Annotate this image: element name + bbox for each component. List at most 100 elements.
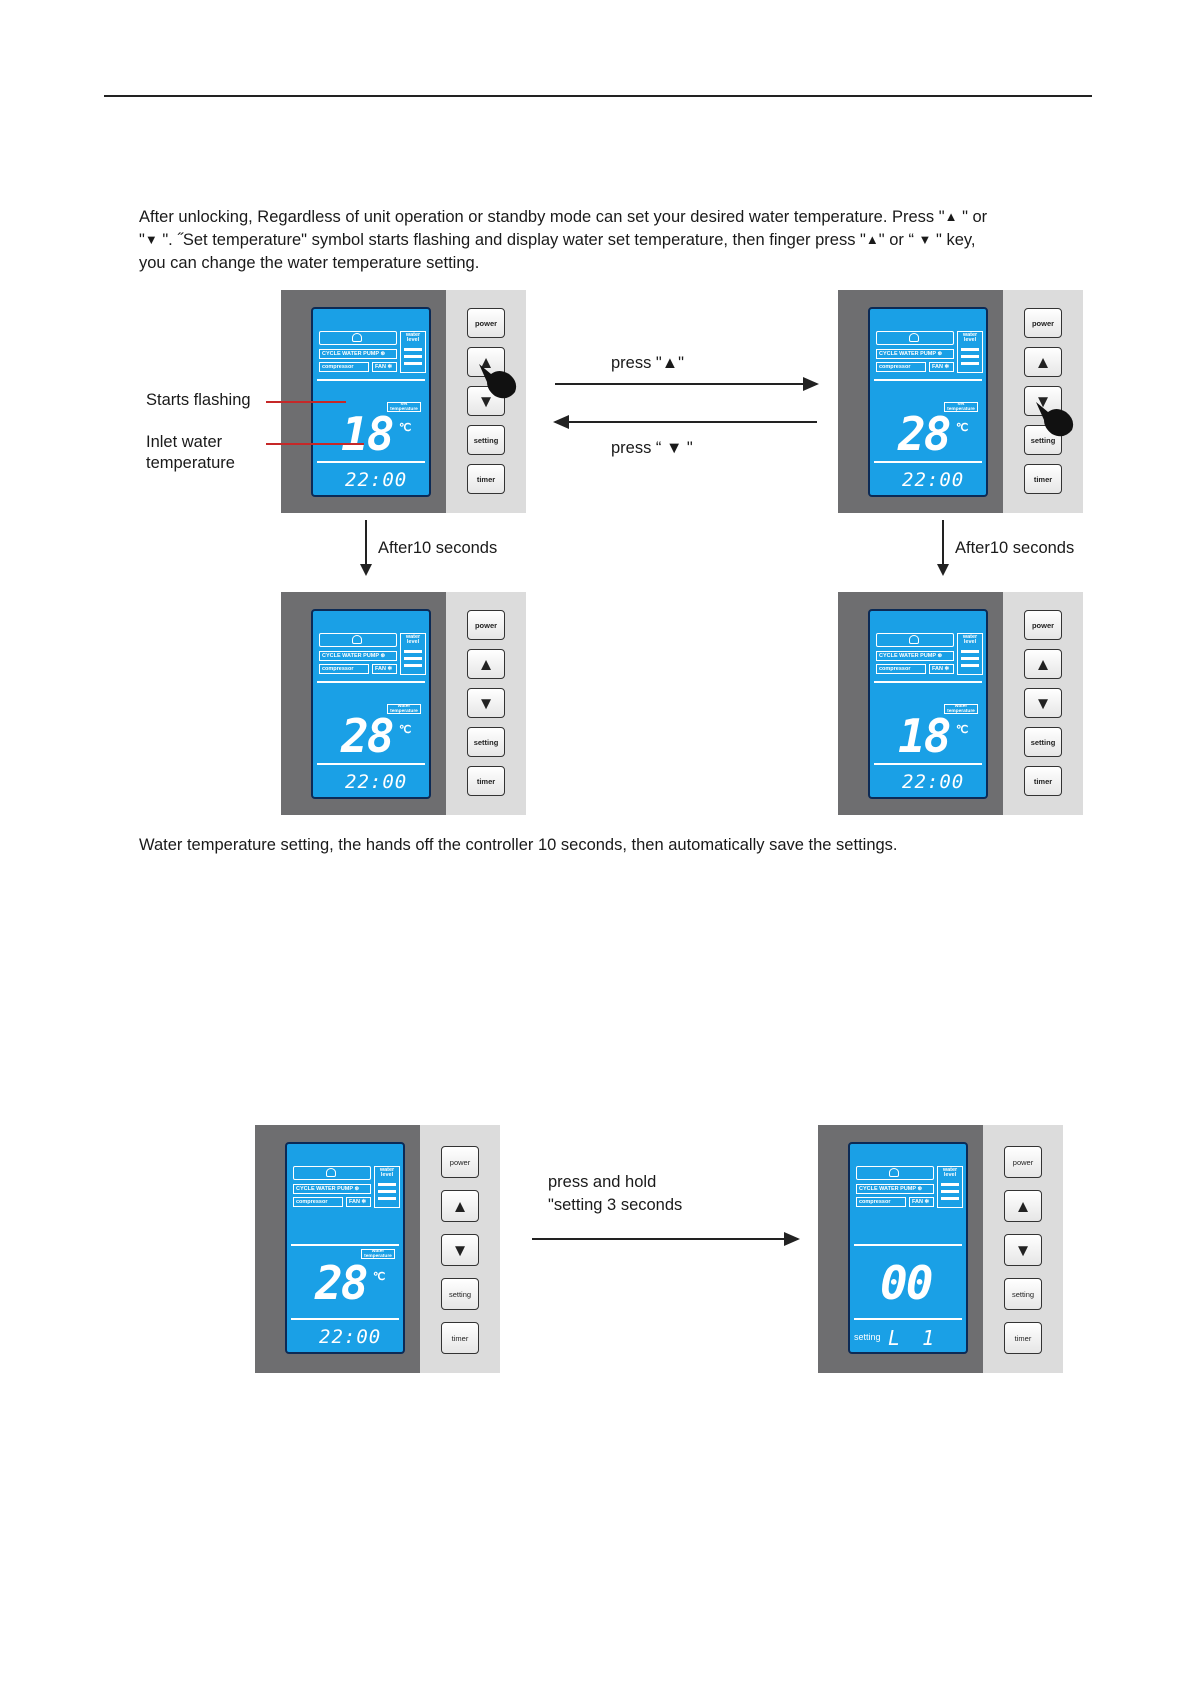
arrow-down-right xyxy=(938,520,948,576)
fan-indicator: FAN ✻ xyxy=(909,1197,934,1207)
power-button[interactable]: power xyxy=(467,610,505,640)
cycle-pump-indicator: CYCLE WATER PUMP ⊛ xyxy=(876,349,954,359)
controller-5: water level CYCLE WATER PUMP ⊛ compresso… xyxy=(255,1125,500,1373)
pressing-hand-icon xyxy=(479,364,517,399)
arrow-right-bottom xyxy=(532,1232,800,1246)
down-arrow-icon: ▼ xyxy=(477,693,495,713)
cycle-pump-indicator: CYCLE WATER PUMP ⊛ xyxy=(319,651,397,661)
setting-button[interactable]: setting xyxy=(441,1278,479,1310)
up-button[interactable]: ▲ xyxy=(467,649,505,679)
temperature-label: set temperature xyxy=(944,402,978,412)
compressor-indicator: compressor xyxy=(876,664,926,674)
down-button[interactable]: ▼ xyxy=(1024,688,1062,718)
cycle-pump-indicator: CYCLE WATER PUMP ⊛ xyxy=(319,349,397,359)
power-button[interactable]: power xyxy=(1004,1146,1042,1178)
clock-readout: 22:00 xyxy=(902,771,965,793)
timer-button[interactable]: timer xyxy=(1004,1322,1042,1354)
up-arrow-icon: ▲ xyxy=(477,654,495,674)
fan-indicator: FAN ✻ xyxy=(929,664,954,674)
header-rule xyxy=(104,95,1092,97)
lcd-screen: water level CYCLE WATER PUMP ⊛ compresso… xyxy=(285,1142,405,1354)
up-arrow-icon: ▲ xyxy=(1034,352,1052,372)
screen-divider xyxy=(317,681,425,683)
fan-indicator: FAN ✻ xyxy=(372,362,397,372)
power-button[interactable]: power xyxy=(1024,610,1062,640)
controller-4: water level CYCLE WATER PUMP ⊛ compresso… xyxy=(838,592,1083,815)
water-level-indicator: water level xyxy=(937,1166,963,1208)
inlet-water-pointer xyxy=(266,443,364,445)
compressor-indicator: compressor xyxy=(319,362,369,372)
power-button[interactable]: power xyxy=(1024,308,1062,338)
press-hold-label: press and hold xyxy=(548,1173,657,1191)
setting-button[interactable]: setting xyxy=(1024,727,1062,757)
after-seconds-left: After10 seconds xyxy=(378,539,498,557)
cycle-pump-indicator: CYCLE WATER PUMP ⊛ xyxy=(856,1184,934,1194)
heater-icon xyxy=(352,333,362,342)
timer-button[interactable]: timer xyxy=(1024,464,1062,494)
water-level-indicator: water level xyxy=(957,331,983,373)
compressor-indicator: compressor xyxy=(856,1197,906,1207)
screen-divider xyxy=(317,763,425,765)
timer-button[interactable]: timer xyxy=(441,1322,479,1354)
down-button[interactable]: ▼ xyxy=(1004,1234,1042,1266)
celsius-unit: ℃ xyxy=(956,724,969,736)
cycle-pump-indicator: CYCLE WATER PUMP ⊛ xyxy=(293,1184,371,1194)
parameter-code: L 1 xyxy=(888,1326,940,1350)
mode-box xyxy=(876,331,954,345)
screen-divider xyxy=(291,1318,399,1320)
water-level-indicator: water level xyxy=(374,1166,400,1208)
pressing-hand-icon xyxy=(1036,402,1074,437)
water-level-indicator: water level xyxy=(400,633,426,675)
temperature-readout: 18 xyxy=(341,407,394,461)
inlet-water-label-2: temperature xyxy=(146,454,235,472)
controller-2: water level CYCLE WATER PUMP ⊛ compresso… xyxy=(838,290,1083,513)
compressor-indicator: compressor xyxy=(319,664,369,674)
temperature-readout: 18 xyxy=(898,709,951,763)
compressor-indicator: compressor xyxy=(876,362,926,372)
down-arrow-icon: ▼ xyxy=(1034,693,1052,713)
screen-divider xyxy=(874,681,982,683)
setting-button[interactable]: setting xyxy=(1004,1278,1042,1310)
water-level-indicator: water level xyxy=(957,633,983,675)
temperature-label: water temperature xyxy=(944,704,978,714)
compressor-indicator: compressor xyxy=(293,1197,343,1207)
celsius-unit: ℃ xyxy=(956,422,969,434)
heater-icon xyxy=(889,1168,899,1177)
temperature-label: set temperature xyxy=(387,402,421,412)
controller-1: water level CYCLE WATER PUMP ⊛ compresso… xyxy=(281,290,526,513)
outro-paragraph: Water temperature setting, the hands off… xyxy=(139,836,898,854)
clock-readout: 22:00 xyxy=(345,771,408,793)
heater-icon xyxy=(909,635,919,644)
up-button[interactable]: ▲ xyxy=(1024,347,1062,377)
temperature-readout: 28 xyxy=(898,407,951,461)
power-button[interactable]: power xyxy=(467,308,505,338)
up-arrow-icon: ▲ xyxy=(1014,1196,1032,1216)
temperature-readout: 28 xyxy=(315,1256,368,1310)
down-button[interactable]: ▼ xyxy=(441,1234,479,1266)
power-button[interactable]: power xyxy=(441,1146,479,1178)
celsius-unit: ℃ xyxy=(373,1271,386,1283)
starts-flashing-pointer xyxy=(266,401,346,403)
press-hold-label-2: "setting 3 seconds xyxy=(548,1196,683,1214)
heater-icon xyxy=(909,333,919,342)
up-button[interactable]: ▲ xyxy=(1024,649,1062,679)
setting-button[interactable]: setting xyxy=(467,425,505,455)
timer-button[interactable]: timer xyxy=(467,464,505,494)
timer-button[interactable]: timer xyxy=(1024,766,1062,796)
fan-indicator: FAN ✻ xyxy=(929,362,954,372)
down-button[interactable]: ▼ xyxy=(467,688,505,718)
up-button[interactable]: ▲ xyxy=(441,1190,479,1222)
fan-indicator: FAN ✻ xyxy=(372,664,397,674)
screen-divider xyxy=(874,461,982,463)
lcd-screen: water level CYCLE WATER PUMP ⊛ compresso… xyxy=(868,307,988,497)
controller-6: water level CYCLE WATER PUMP ⊛ compresso… xyxy=(818,1125,1063,1373)
after-seconds-right: After10 seconds xyxy=(955,539,1075,557)
timer-button[interactable]: timer xyxy=(467,766,505,796)
setting-label: setting xyxy=(854,1332,881,1342)
setting-button[interactable]: setting xyxy=(467,727,505,757)
celsius-unit: ℃ xyxy=(399,422,412,434)
mode-box xyxy=(876,633,954,647)
screen-divider xyxy=(874,379,982,381)
controller-3: water level CYCLE WATER PUMP ⊛ compresso… xyxy=(281,592,526,815)
up-button[interactable]: ▲ xyxy=(1004,1190,1042,1222)
